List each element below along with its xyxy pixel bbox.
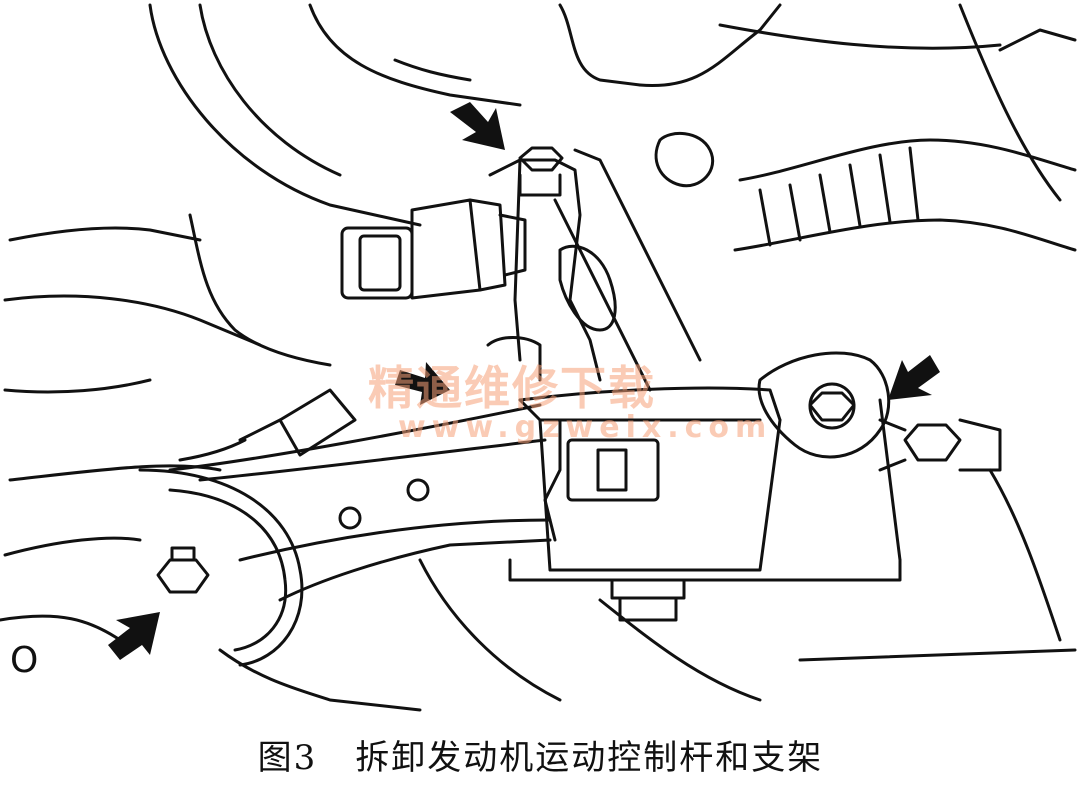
figure-caption: 图3 拆卸发动机运动控制杆和支架 [0, 730, 1081, 779]
upper-bracket [486, 148, 702, 392]
arrow-right [888, 355, 940, 400]
arrow-top [450, 102, 505, 150]
hose [654, 131, 1077, 252]
arrow-bottom-left [108, 612, 160, 660]
electrical-connector [340, 198, 527, 300]
engine-bracket-illustration [0, 3, 1077, 712]
left-connector [178, 388, 357, 462]
right-bolt [878, 418, 1002, 472]
bottom-nut [610, 578, 686, 622]
corner-label: O [10, 640, 39, 681]
watermark-url: www.gzweix.com [398, 410, 773, 445]
figure-number: 图3 [257, 738, 318, 778]
top-bolt [518, 146, 564, 197]
control-rod [168, 403, 552, 602]
figure-title: 拆卸发动机运动控制杆和支架 [355, 738, 824, 778]
lower-left-bracket [138, 468, 304, 667]
arrow-mid [395, 362, 450, 405]
watermark-text: 精通维修下载 [368, 361, 656, 415]
